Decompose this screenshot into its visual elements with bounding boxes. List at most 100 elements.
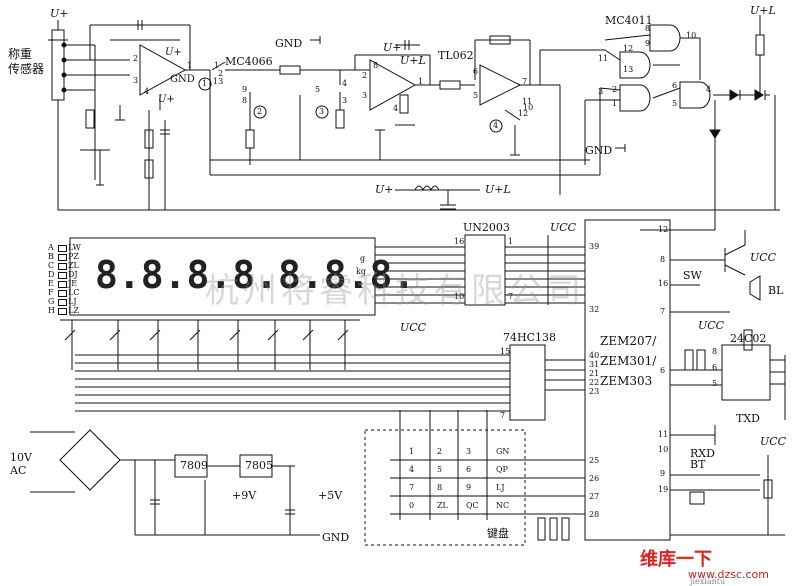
indicator-led (58, 263, 67, 270)
pin-mc4066-4: 4 (342, 79, 348, 88)
nand-gate-1 (649, 24, 681, 52)
voltage-9v: +9V (232, 489, 257, 502)
pin-hc138-7: 7 (500, 411, 506, 420)
indicator-led (58, 281, 67, 288)
keypad-key[interactable]: LJ (496, 483, 505, 492)
pin-mc4011-12: 12 (623, 44, 634, 53)
pin-mc4066-2: 2 (218, 69, 224, 78)
indicator-letter: B (48, 252, 54, 261)
supply-u-plus-l-tl: U+L (400, 54, 426, 67)
keypad-key[interactable]: 3 (466, 447, 472, 456)
pin-mc4011-8: 8 (645, 24, 651, 33)
un2003-body (464, 234, 506, 306)
ucc-bl: UCC (750, 251, 777, 264)
ucc-display: UCC (400, 321, 427, 334)
indicator-code: DJ (68, 270, 78, 279)
supply-u-plus-op1: U+ (165, 47, 182, 58)
pin-zem-16: 16 (658, 279, 669, 288)
sensor-label-2: 传感器 (8, 62, 45, 76)
indicator-code: LW (68, 243, 81, 252)
chip-mc4066: MC4066 (225, 55, 273, 68)
pin-mc4011-13: 13 (623, 65, 634, 74)
sensor-label-1: 称重 (8, 47, 33, 61)
nand-gate-3 (619, 84, 651, 112)
pin-mc4011-1: 1 (612, 99, 618, 108)
indicator-letter: G (48, 297, 55, 306)
pin-op1-4: 4 (144, 87, 150, 96)
pin-tl-3: 3 (362, 91, 368, 100)
pin-hc138-15: 15 (500, 347, 511, 356)
keypad-title: 键盘 (487, 527, 509, 540)
indicator-led (58, 308, 67, 315)
keypad-key[interactable]: 8 (437, 483, 443, 492)
hc138-body (509, 344, 546, 421)
pin-tl-8: 8 (373, 61, 379, 70)
keypad-key[interactable]: 0 (409, 501, 415, 510)
watermark: 杭州将睿科技有限公司 (205, 271, 585, 311)
indicator-led (58, 299, 67, 306)
c24c02-body (721, 344, 771, 401)
pin-zem-21: 21 (589, 369, 600, 378)
indicator-led (58, 290, 67, 297)
indicator-letter: A (48, 243, 54, 252)
indicator-letter: F (48, 288, 54, 297)
unit-kg: kg (356, 267, 366, 276)
indicator-letter: D (48, 270, 55, 279)
supply-u-plus-l-mid: U+L (485, 183, 511, 196)
supply-u-plus-op1b: U+ (158, 94, 175, 105)
indicator-code: ZL (68, 261, 79, 270)
keypad-key[interactable]: ZL (437, 501, 448, 510)
keypad-key[interactable]: QP (496, 465, 508, 474)
pin-un2003-1: 1 (508, 237, 514, 246)
pin-op2-6: 6 (473, 67, 479, 76)
indicator-code: PZ (68, 252, 79, 261)
gnd-label-top: GND (275, 37, 303, 50)
pin-zem-39: 39 (589, 242, 600, 251)
pin-un2003-16: 16 (454, 237, 465, 246)
keypad-key[interactable]: 1 (409, 447, 415, 456)
keypad-key[interactable]: 9 (466, 483, 472, 492)
pin-mc4011-11: 11 (598, 54, 609, 63)
pin-op1-1: 1 (187, 61, 193, 70)
pin-zem-9: 9 (660, 469, 666, 478)
keypad-key[interactable]: 7 (409, 483, 415, 492)
pin-24c02-6: 6 (712, 363, 718, 372)
supply-u-plus: U+ (50, 7, 69, 20)
nand-gate-2 (619, 51, 651, 79)
pin-tl-1: 1 (418, 77, 424, 86)
chip-hc138: 74HC138 (503, 331, 557, 344)
pin-zem-25: 25 (589, 456, 600, 465)
chip-7809: 7809 (180, 459, 208, 472)
indicator-code: JE (68, 279, 78, 288)
keypad-key[interactable]: QC (466, 501, 479, 510)
keypad-key[interactable]: GN (496, 447, 510, 456)
keypad-key[interactable]: 6 (466, 465, 472, 474)
pin-mc4066-1: 1 (214, 61, 220, 70)
pin-mc4011-4: 4 (706, 85, 712, 94)
keypad-key[interactable]: NC (496, 501, 510, 510)
pin-24c02-8: 8 (712, 347, 718, 356)
brand-site: www.dzsc.com (688, 568, 770, 581)
ac-label-1: 10V (10, 451, 32, 464)
keypad-key[interactable]: 4 (409, 465, 415, 474)
pin-mc4066-8: 8 (242, 96, 248, 105)
pin-mc4066-5: 5 (315, 85, 321, 94)
ucc-right: UCC (760, 435, 787, 448)
chip-mc4011: MC4011 (605, 14, 653, 27)
keypad-key[interactable]: 2 (437, 447, 443, 456)
signal-rxd: RXD (690, 447, 715, 460)
zem-name-2: ZEM301/ (600, 354, 657, 368)
pin-mc4066-9: 9 (242, 85, 248, 94)
pin-mc4011-2: 2 (612, 85, 618, 94)
opamp-1 (139, 44, 187, 96)
gnd-label-bottom: GND (322, 531, 350, 544)
pin-zem-10: 10 (658, 445, 669, 454)
pin-zem-28: 28 (589, 510, 600, 519)
keypad-key[interactable]: 5 (437, 465, 443, 474)
voltage-5v: +5V (318, 489, 343, 502)
pin-op1-2: 2 (133, 54, 139, 63)
pin-zem-40: 40 (589, 351, 600, 360)
brand-name: 维库一下 (640, 549, 712, 570)
pin-mc4011-10: 10 (686, 31, 697, 40)
